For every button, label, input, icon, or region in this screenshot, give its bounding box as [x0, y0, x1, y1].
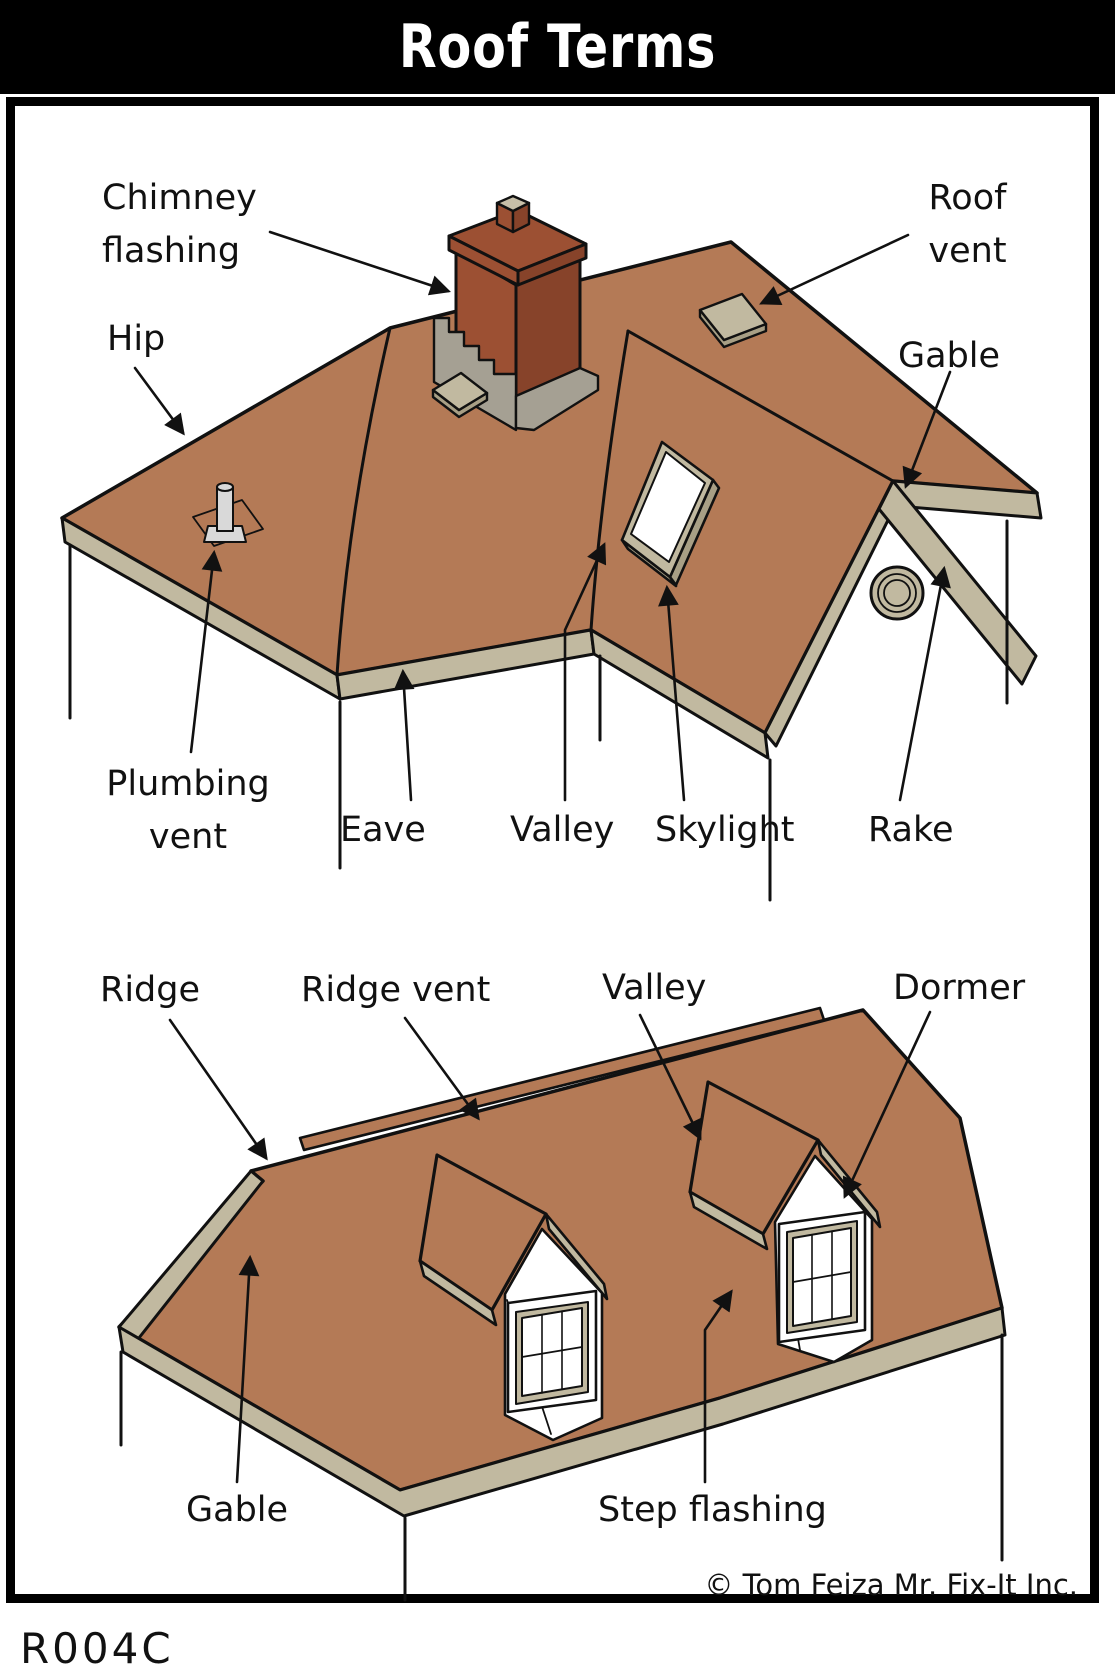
label-skylight: Skylight: [655, 810, 795, 850]
label-step-flashing: Step flashing: [598, 1490, 827, 1530]
roof-vent-2-icon: [431, 371, 489, 419]
arrow-ridge: [168, 1018, 268, 1161]
label-chimney-flashing: Chimney flashing: [102, 178, 257, 271]
dormer-1-rake: [544, 1212, 609, 1301]
copyright-note: © Tom Feiza Mr. Fix-It Inc.: [704, 1568, 1078, 1602]
arrow-skylight: [658, 584, 686, 802]
dormer-2-eave: [688, 1190, 769, 1251]
arrow-eave: [393, 668, 415, 802]
wall-lines-bottom: [119, 1333, 1004, 1602]
arrow-gable-bottom: [235, 1254, 260, 1484]
chimney-flue-top: [495, 194, 531, 213]
dormer-1-eave: [418, 1259, 498, 1327]
label-plumbing-vent: Plumbing vent: [106, 764, 270, 857]
window-1: [506, 1289, 598, 1414]
label-ridge-vent: Ridge vent: [301, 970, 491, 1010]
chimney-step-flashing: [432, 316, 518, 432]
chimney-cap-right: [516, 242, 588, 287]
arrow-step-flashing: [703, 1289, 733, 1484]
label-eave: Eave: [340, 810, 426, 850]
arrow-ridge-vent: [403, 1016, 480, 1121]
chimney: [432, 194, 600, 432]
label-gable-bottom: Gable: [186, 1490, 289, 1530]
ridge-vent-strip: [298, 1006, 826, 1152]
arrow-roof-vent: [759, 233, 910, 305]
label-valley-top: Valley: [510, 810, 615, 850]
page-title: Roof Terms: [398, 12, 717, 82]
chimney-base-flashing: [514, 366, 600, 432]
plumbing-vent-icon: [192, 482, 264, 547]
label-rake: Rake: [868, 810, 954, 850]
eave-fascia-bottom: [117, 1306, 1007, 1518]
skylight-icon: [620, 440, 721, 588]
label-dormer: Dormer: [893, 968, 1026, 1008]
wing-ridge-line: [626, 329, 895, 483]
hip-roof-house-drawing: [60, 194, 1043, 902]
diagram-code: R004C: [20, 1624, 174, 1668]
arrow-rake: [898, 565, 951, 802]
arrow-dormer: [842, 1010, 932, 1199]
label-roof-vent: Roof vent: [928, 178, 1007, 271]
wall-lines: [68, 519, 1009, 902]
eave-fascia: [60, 479, 1043, 760]
dormer-1: [418, 1153, 609, 1442]
gable-vent-icon: [869, 565, 925, 621]
label-ridge: Ridge: [100, 970, 201, 1010]
arrow-gable-top: [902, 370, 952, 489]
hip-line: [335, 326, 392, 677]
roof-vent-icon: [698, 292, 768, 349]
rake-band: [877, 479, 1038, 686]
arrow-plumbing-vent: [189, 549, 223, 754]
window-2: [777, 1210, 867, 1344]
label-hip: Hip: [107, 319, 166, 359]
label-gable-top: Gable: [898, 336, 1001, 376]
title-banner: Roof Terms: [0, 0, 1115, 94]
label-arrows: [133, 230, 952, 1484]
arrow-valley-bottom: [638, 1013, 702, 1141]
arrow-hip: [133, 366, 185, 436]
arrow-chimney-flashing: [268, 230, 451, 296]
arrow-valley-top: [563, 542, 607, 802]
valley-line: [589, 329, 630, 632]
label-valley-bottom: Valley: [602, 968, 707, 1008]
